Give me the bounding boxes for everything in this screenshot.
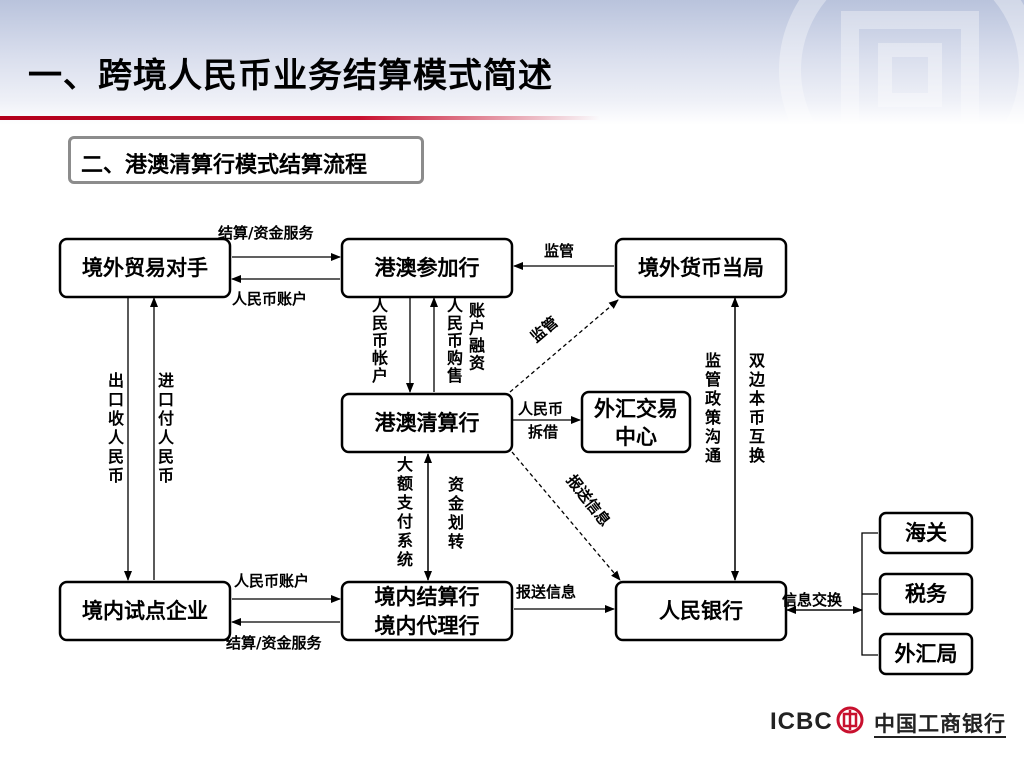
- label-report-info-bottom: 报送信息: [516, 583, 576, 601]
- svg-text:中心: 中心: [615, 425, 657, 449]
- logo-text-cn: 中国工商银行: [874, 712, 1006, 736]
- svg-text:外汇局: 外汇局: [895, 642, 958, 666]
- icbc-mark-icon: [836, 706, 864, 734]
- node-hk-participant: 港澳参加行: [340, 237, 514, 299]
- svg-text:境外贸易对手: 境外贸易对手: [82, 256, 208, 280]
- svg-text:港澳参加行: 港澳参加行: [375, 256, 480, 280]
- svg-text:税务: 税务: [905, 582, 948, 606]
- label-hvps: 大额支付系统: [396, 455, 414, 569]
- node-pboc: 人民银行: [614, 580, 788, 642]
- label-rmb-account-vertical: 人民币帐户: [372, 296, 389, 385]
- section-subtitle: 二、港澳清算行模式结算流程: [81, 153, 368, 178]
- label-supervision-diagonal: 监管: [527, 313, 562, 346]
- node-hk-clearing: 港澳清算行: [340, 392, 514, 454]
- icbc-logo: ICBC 中国工商银行: [770, 704, 1010, 740]
- svg-text:人民银行: 人民银行: [659, 599, 743, 623]
- node-tax: 税务: [878, 572, 974, 616]
- node-domestic-bank: 境内结算行 境内代理行: [340, 580, 514, 642]
- node-customs: 海关: [878, 511, 974, 555]
- label-rmb-lending-2: 拆借: [528, 423, 558, 441]
- label-currency-swap: 双边本币互换: [748, 351, 766, 465]
- label-fund-transfer: 资金划转: [447, 475, 465, 551]
- label-settlement-service-top: 结算/资金服务: [218, 224, 314, 242]
- label-policy-communication: 监管政策沟通: [704, 351, 722, 465]
- svg-text:境内试点企业: 境内试点企业: [82, 599, 208, 623]
- label-report-info-diagonal: 报送信息: [563, 471, 614, 529]
- node-safe: 外汇局: [878, 632, 974, 676]
- label-settlement-service-bottom: 结算/资金服务: [226, 634, 322, 652]
- dashed-arrow-clearing-to-authority: [509, 299, 619, 393]
- label-account-financing-vertical: 账户融资: [469, 301, 485, 373]
- label-rmb-account-top: 人民币账户: [232, 290, 307, 308]
- svg-text:港澳清算行: 港澳清算行: [375, 411, 480, 435]
- svg-text:境内结算行: 境内结算行: [375, 585, 480, 609]
- logo-underline: [874, 736, 1006, 738]
- node-fx-center: 外汇交易 中心: [580, 390, 692, 454]
- node-domestic-enterprise: 境内试点企业: [58, 580, 232, 642]
- header-background: [0, 0, 1024, 125]
- subtitle-box: 二、港澳清算行模式结算流程: [68, 136, 424, 184]
- svg-text:境外货币当局: 境外货币当局: [638, 256, 764, 280]
- label-rmb-account-bottom: 人民币账户: [234, 572, 309, 590]
- icbc-watermark-icon: [779, 0, 1024, 200]
- svg-text:境内代理行: 境内代理行: [375, 614, 480, 638]
- label-export-receive-rmb: 出口收人民币: [108, 371, 125, 485]
- svg-text:海关: 海关: [905, 521, 947, 545]
- label-info-exchange: 信息交换: [782, 591, 843, 609]
- node-foreign-trader: 境外贸易对手: [58, 237, 232, 299]
- svg-text:外汇交易: 外汇交易: [594, 397, 678, 421]
- title-underline: [0, 116, 600, 120]
- node-foreign-authority: 境外货币当局: [614, 237, 788, 299]
- logo-text-en: ICBC: [770, 708, 833, 735]
- page-title: 一、跨境人民币业务结算模式简述: [28, 56, 553, 96]
- label-import-pay-rmb: 进口付人民币: [158, 371, 175, 485]
- label-supervision-top: 监管: [544, 242, 574, 260]
- label-rmb-purchase-vertical: 人民币购售: [447, 296, 464, 385]
- label-rmb-lending-1: 人民币: [518, 400, 563, 418]
